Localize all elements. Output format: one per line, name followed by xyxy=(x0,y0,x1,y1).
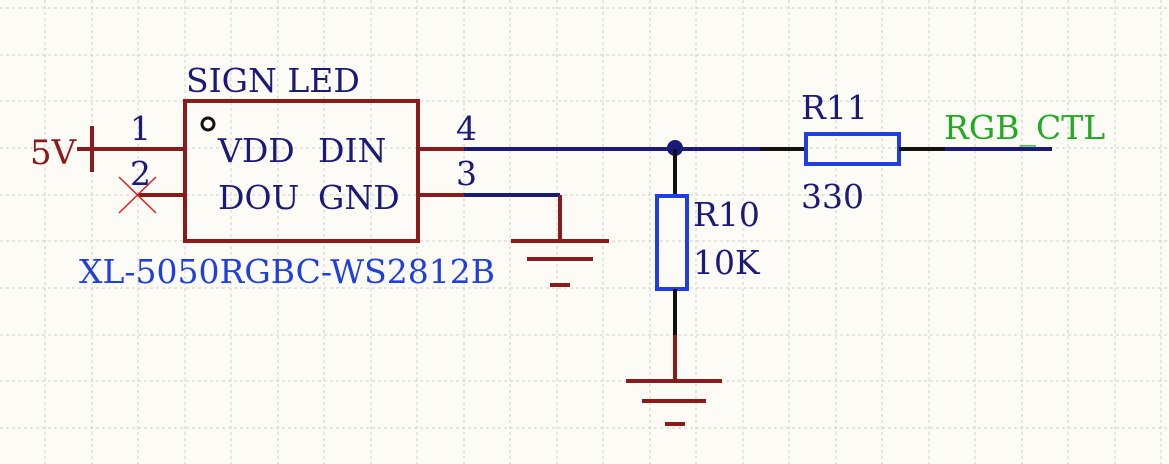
net-label-text: RGB_CTL xyxy=(944,108,1105,148)
led-pin-4-name: DIN xyxy=(318,131,386,170)
pin1-marker-icon xyxy=(200,116,216,132)
net-label-rgb-ctl[interactable]: RGB_CTL xyxy=(944,108,1105,151)
led-comment: XL-5050RGBC-WS2812B xyxy=(79,252,495,291)
led-component[interactable]: SIGN LED XL-5050RGBC-WS2812B 1 VDD 2 DOU… xyxy=(79,61,495,291)
resistor-r11[interactable]: R11 330 xyxy=(760,88,945,216)
r10-body xyxy=(655,194,689,291)
led-pin-2-name: DOU xyxy=(218,178,299,217)
power-port-5v[interactable]: 5V xyxy=(30,126,94,173)
junction-dot xyxy=(667,140,683,156)
r11-value: 330 xyxy=(801,177,864,216)
r11-designator: R11 xyxy=(801,88,868,127)
led-pin-1-name: VDD xyxy=(217,131,295,170)
led-pin-2-number: 2 xyxy=(130,154,151,193)
r11-body xyxy=(804,132,901,166)
resistor-r10[interactable]: R10 10K xyxy=(626,149,761,426)
led-designator: SIGN LED xyxy=(186,61,360,100)
r10-designator: R10 xyxy=(693,195,760,234)
ground-symbol-icon xyxy=(511,239,609,287)
led-pin-3-name: GND xyxy=(318,178,400,217)
led-pin-1-number: 1 xyxy=(130,109,151,148)
no-connect-icon xyxy=(118,176,157,214)
power-port-label: 5V xyxy=(30,133,78,173)
ground-symbol-icon xyxy=(626,379,722,426)
led-body xyxy=(183,99,420,243)
r10-value: 10K xyxy=(693,243,761,282)
signal-net[interactable] xyxy=(464,140,760,156)
led-ground-net[interactable] xyxy=(464,193,609,287)
led-pin-3-number: 3 xyxy=(456,154,477,193)
led-pin-4-number: 4 xyxy=(456,109,477,148)
